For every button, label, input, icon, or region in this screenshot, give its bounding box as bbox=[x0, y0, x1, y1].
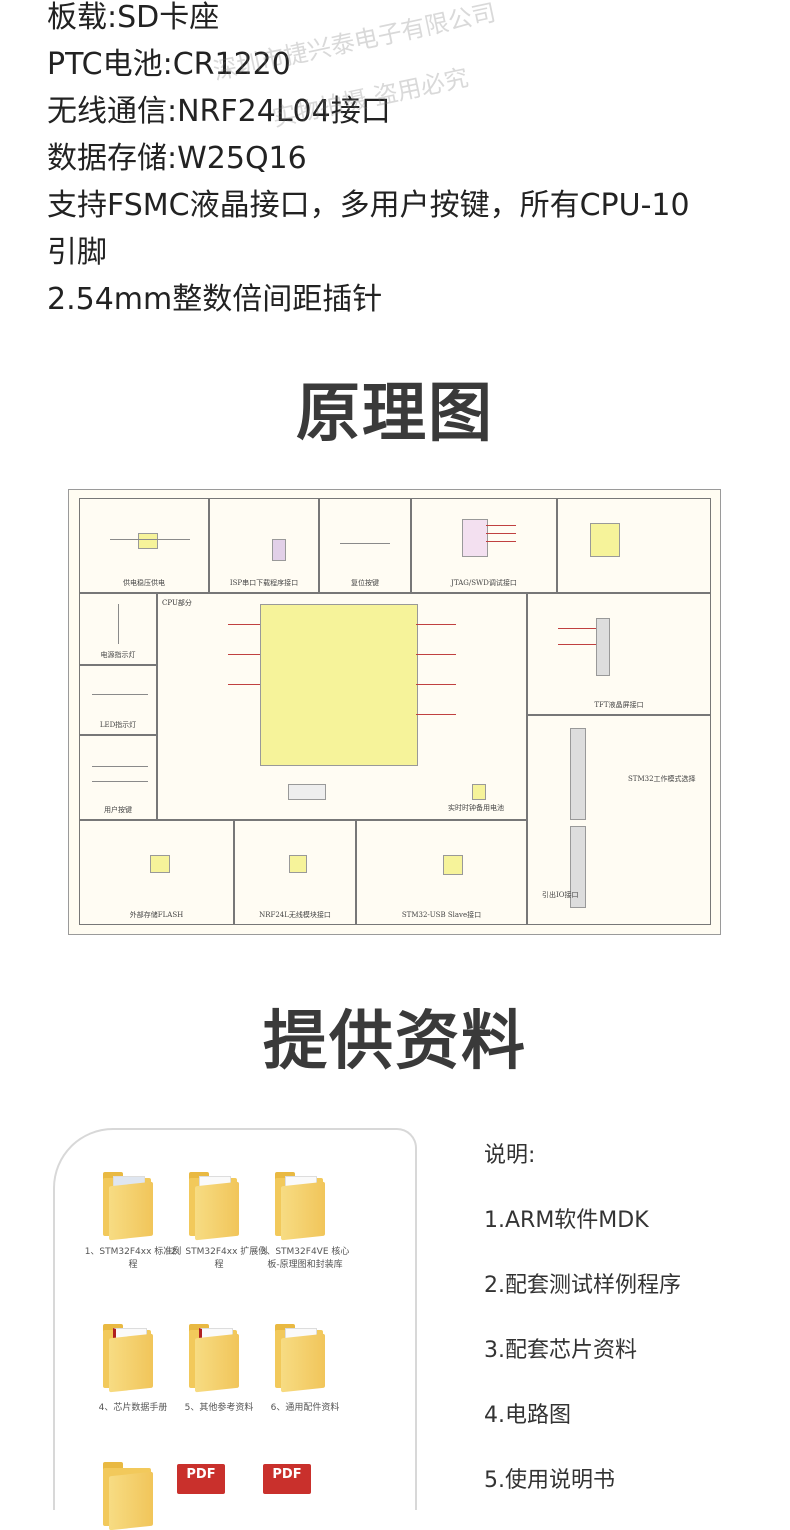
io-header bbox=[570, 826, 586, 908]
docs-item: 2.配套测试样例程序 bbox=[484, 1273, 681, 1298]
schematic-wire bbox=[118, 604, 119, 644]
schematic-block: JTAG/SWD调试接口 bbox=[411, 498, 557, 593]
folder-icon[interactable] bbox=[271, 1170, 331, 1241]
block-label: STM32-USB Slave接口 bbox=[401, 911, 482, 919]
schematic-image: 供电稳压供电 ISP串口下载程序接口 复位按键 JTAG/SWD调试接口 电源指… bbox=[68, 489, 721, 935]
block-label: TFT液晶屏接口 bbox=[594, 701, 644, 709]
folder-caption[interactable]: 5、其他参考资料 bbox=[184, 1403, 254, 1413]
nrf-connector bbox=[289, 855, 307, 873]
schematic-block: 外部存储FLASH bbox=[79, 820, 234, 925]
battery bbox=[472, 784, 486, 800]
folder-caption[interactable]: 3、STM32F4VE 核心板-原理图和封装库 bbox=[260, 1247, 350, 1270]
pin-line bbox=[228, 624, 260, 625]
block-label: 外部存储FLASH bbox=[129, 911, 184, 919]
block-label: 复位按键 bbox=[351, 579, 379, 587]
pdf-icon[interactable]: PDF bbox=[263, 1464, 311, 1494]
spec-line: 支持FSMC液晶接口，多用户按键，所有CPU-10 bbox=[47, 188, 690, 223]
schematic-wire bbox=[92, 766, 148, 767]
regulator-chip bbox=[138, 533, 158, 549]
pin-line bbox=[558, 628, 596, 629]
pin-line bbox=[228, 654, 260, 655]
block-label: 电源指示灯 bbox=[100, 651, 136, 659]
pin-line bbox=[416, 624, 456, 625]
folder-icon[interactable] bbox=[99, 1170, 159, 1241]
schematic-title: 原理图 bbox=[296, 377, 494, 451]
folder-icon[interactable] bbox=[271, 1322, 331, 1393]
flash-chip bbox=[150, 855, 170, 873]
pin-line bbox=[558, 644, 596, 645]
spec-line: 数据存储:W25Q16 bbox=[47, 141, 307, 176]
docs-item: 1.ARM软件MDK bbox=[484, 1208, 649, 1233]
schematic-block: LED指示灯 bbox=[79, 665, 157, 735]
spec-line: 无线通信:NRF24L04接口 bbox=[47, 94, 391, 129]
pin-line bbox=[228, 684, 260, 685]
folder-caption[interactable]: 2、STM32F4xx 扩展例程 bbox=[170, 1247, 268, 1270]
schematic-wire bbox=[110, 539, 190, 540]
schematic-wire bbox=[340, 543, 390, 544]
folder-caption[interactable]: 4、芯片数据手册 bbox=[98, 1403, 168, 1413]
schematic-block: ISP串口下载程序接口 bbox=[209, 498, 319, 593]
folder-caption[interactable]: 6、通用配件资料 bbox=[270, 1403, 340, 1413]
docs-heading: 说明: bbox=[484, 1143, 536, 1168]
spec-line: 引脚 bbox=[47, 235, 107, 270]
schematic-block: TFT液晶屏接口 bbox=[527, 593, 711, 715]
folder-window: 1、STM32F4xx 标准例程 2、STM32F4xx 扩展例程 3、STM3… bbox=[53, 1128, 417, 1530]
schematic-block: 供电稳压供电 bbox=[79, 498, 209, 593]
block-label: STM32工作模式选择 bbox=[628, 775, 696, 783]
usb-connector bbox=[443, 855, 463, 875]
schematic-wire bbox=[92, 781, 148, 782]
spec-line: 板载:SD卡座 bbox=[47, 0, 220, 35]
header-pins bbox=[288, 784, 326, 800]
block-label: JTAG/SWD调试接口 bbox=[451, 579, 517, 587]
folder-caption[interactable]: 1、STM32F4xx 标准例程 bbox=[84, 1247, 182, 1270]
pin-line bbox=[416, 654, 456, 655]
spec-line: PTC电池:CR1220 bbox=[47, 47, 291, 82]
pin-line bbox=[486, 533, 516, 534]
sd-socket bbox=[590, 523, 620, 557]
pdf-icon[interactable]: PDF bbox=[177, 1464, 225, 1494]
schematic-block: STM32-USB Slave接口 bbox=[356, 820, 527, 925]
block-label: NRF24L无线模块接口 bbox=[259, 911, 331, 919]
pin-line bbox=[486, 541, 516, 542]
docs-title: 提供资料 bbox=[263, 1005, 527, 1079]
docs-item: 5.使用说明书 bbox=[484, 1468, 615, 1493]
docs-description: 说明: 1.ARM软件MDK 2.配套测试样例程序 3.配套芯片资料 4.电路图… bbox=[484, 1132, 784, 1522]
schematic-block: STM32工作模式选择 引出IO接口 bbox=[527, 715, 711, 925]
schematic-block: 复位按键 bbox=[319, 498, 411, 593]
schematic-block: NRF24L无线模块接口 bbox=[234, 820, 356, 925]
schematic-wire bbox=[92, 694, 148, 695]
pin-line bbox=[486, 525, 516, 526]
block-label: LED指示灯 bbox=[99, 721, 137, 729]
folder-icon[interactable] bbox=[185, 1322, 245, 1393]
schematic-block: 电源指示灯 bbox=[79, 593, 157, 665]
folder-icon[interactable] bbox=[99, 1322, 159, 1393]
cpu-label: CPU部分 bbox=[162, 599, 192, 607]
docs-item: 3.配套芯片资料 bbox=[484, 1338, 637, 1363]
folder-icon[interactable] bbox=[185, 1170, 245, 1241]
schematic-block: 用户按键 bbox=[79, 735, 157, 820]
tft-connector bbox=[596, 618, 610, 676]
block-label: 供电稳压供电 bbox=[123, 579, 165, 587]
schematic-block bbox=[557, 498, 711, 593]
connector-chip bbox=[272, 539, 286, 561]
spec-line: 2.54mm整数倍间距插针 bbox=[47, 282, 383, 317]
spec-list: 板载:SD卡座 PTC电池:CR1220 无线通信:NRF24L04接口 数据存… bbox=[47, 0, 767, 323]
docs-item: 4.电路图 bbox=[484, 1403, 571, 1428]
block-label: 引出IO接口 bbox=[542, 891, 579, 899]
cpu-block: CPU部分 实时时钟备用电池 bbox=[157, 593, 527, 820]
folder-icon[interactable] bbox=[99, 1460, 159, 1530]
jtag-connector bbox=[462, 519, 488, 557]
mcu-chip bbox=[260, 604, 418, 766]
block-label: 实时时钟备用电池 bbox=[448, 804, 504, 812]
pin-line bbox=[416, 684, 456, 685]
pin-line bbox=[416, 714, 456, 715]
block-label: 用户按键 bbox=[104, 806, 132, 814]
block-label: ISP串口下载程序接口 bbox=[229, 579, 299, 587]
io-header bbox=[570, 728, 586, 820]
